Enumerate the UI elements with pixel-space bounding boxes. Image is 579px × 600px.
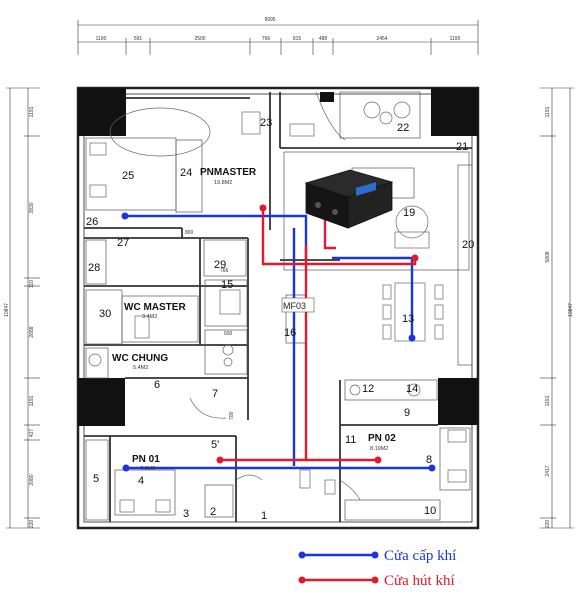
room-pn02-area: 8.19M2	[370, 446, 388, 452]
legend-supply-label: Cửa cấp khí	[384, 548, 456, 564]
legend-supply: Cửa cấp khí	[298, 548, 456, 564]
top-dimensions	[77, 20, 479, 55]
svg-text:766: 766	[262, 36, 271, 42]
svg-text:29: 29	[214, 259, 226, 271]
svg-text:16: 16	[284, 327, 296, 339]
svg-text:10: 10	[424, 505, 436, 517]
exhaust-duct-lines	[220, 208, 417, 462]
svg-text:25: 25	[122, 170, 134, 182]
room-wc-master-name: WC MASTER	[124, 302, 186, 313]
svg-text:28: 28	[88, 262, 100, 274]
legend: Cửa cấp khí Cửa hút khí	[298, 548, 456, 589]
svg-text:7: 7	[212, 388, 218, 400]
right-dimensions	[540, 87, 574, 529]
svg-text:5: 5	[93, 473, 99, 485]
svg-text:6: 6	[154, 379, 160, 391]
svg-text:15: 15	[221, 279, 233, 291]
svg-text:2: 2	[210, 506, 216, 518]
svg-text:1191: 1191	[545, 106, 551, 117]
legend-exhaust-label: Cửa hút khí	[384, 573, 455, 589]
svg-text:14: 14	[406, 383, 418, 395]
svg-text:5': 5'	[211, 439, 219, 451]
room-wc-chung-name: WC CHUNG	[112, 353, 168, 364]
left-segment-dims: 1191 3830 110 2688 1191 427 2080 220	[29, 106, 35, 528]
svg-text:1191: 1191	[29, 395, 35, 406]
mf-device: MF03	[281, 297, 315, 313]
item-numbers: 1 2 3 4 5 5' 6 7 8 9 10 11 12 13 14 15 1…	[86, 117, 474, 522]
svg-text:20: 20	[462, 239, 474, 251]
right-segment-dims: 1191 5808 1191 2417 220	[545, 106, 551, 528]
supply-duct-lines	[125, 214, 432, 470]
svg-text:24: 24	[180, 167, 192, 179]
svg-text:2417: 2417	[545, 465, 551, 476]
door-dim-800: 800	[185, 230, 194, 236]
svg-text:591: 591	[134, 36, 143, 42]
svg-text:30: 30	[99, 308, 111, 320]
svg-text:2688: 2688	[29, 326, 35, 337]
room-pn01-name: PN 01	[132, 454, 160, 465]
room-wc-master-area: 3.4M2	[142, 314, 157, 320]
svg-text:9: 9	[404, 407, 410, 419]
svg-text:220: 220	[545, 520, 551, 529]
room-wc-chung-area: 5.4M2	[133, 365, 148, 371]
top-total-dim: 9995	[264, 17, 275, 23]
erv-unit	[304, 169, 394, 229]
left-total-dim: 10847	[4, 303, 10, 317]
svg-text:220: 220	[29, 520, 35, 529]
svg-text:19: 19	[403, 207, 415, 219]
room-pn-master-name: PNMASTER	[200, 167, 257, 178]
svg-text:2080: 2080	[29, 474, 35, 485]
room-pn-master-area: 19.8M2	[214, 180, 232, 186]
svg-text:1191: 1191	[545, 395, 551, 406]
door-dim-600: 600	[224, 331, 233, 337]
svg-text:1190: 1190	[96, 36, 107, 42]
structural-columns	[78, 88, 478, 426]
right-total-dim: 10847	[568, 303, 574, 317]
svg-text:815: 815	[293, 36, 302, 42]
svg-text:11: 11	[345, 434, 356, 446]
svg-text:488: 488	[319, 36, 328, 42]
top-segment-dims: 1190 591 2500 766 815 488 2454 1190	[96, 36, 461, 42]
room-pn02-name: PN 02	[368, 433, 396, 444]
furniture	[88, 91, 467, 513]
svg-text:3: 3	[183, 508, 189, 520]
svg-text:4: 4	[138, 475, 144, 487]
door-dim-700: 700	[229, 411, 235, 420]
room-pn01-area: 7.6M2	[140, 466, 155, 472]
svg-text:110: 110	[29, 280, 35, 288]
svg-text:27: 27	[117, 237, 129, 249]
svg-text:2454: 2454	[376, 36, 387, 42]
svg-text:13: 13	[402, 313, 414, 325]
svg-text:23: 23	[260, 117, 272, 129]
door-dim-766: 766	[220, 268, 229, 274]
svg-text:12: 12	[362, 383, 374, 395]
svg-text:MF03: MF03	[283, 301, 306, 311]
legend-exhaust: Cửa hút khí	[298, 573, 455, 589]
svg-text:5808: 5808	[545, 251, 551, 262]
thin-walls	[85, 91, 473, 521]
svg-text:427: 427	[29, 429, 35, 438]
supply-duct-ends	[121, 212, 436, 472]
svg-text:26: 26	[86, 216, 98, 228]
svg-text:21: 21	[456, 141, 468, 153]
svg-text:1190: 1190	[450, 36, 461, 42]
svg-text:1: 1	[261, 510, 267, 522]
left-dimensions	[6, 87, 40, 529]
svg-text:8: 8	[426, 454, 432, 466]
svg-text:3830: 3830	[29, 202, 35, 213]
svg-text:2500: 2500	[194, 36, 205, 42]
svg-text:1191: 1191	[29, 106, 35, 117]
svg-text:22: 22	[397, 122, 409, 134]
